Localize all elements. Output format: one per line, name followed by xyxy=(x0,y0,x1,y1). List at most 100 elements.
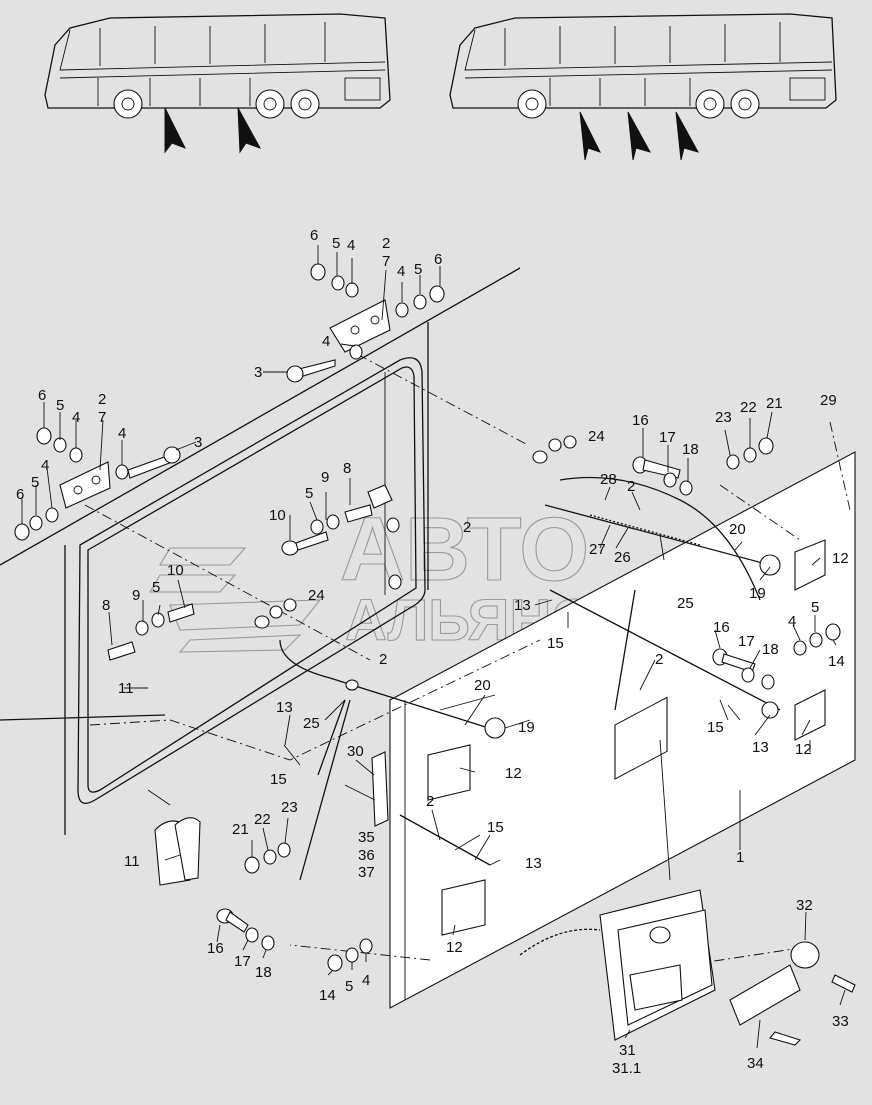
callout-26: 26 xyxy=(614,549,631,566)
door-lock-assembly xyxy=(345,554,781,827)
callout-18: 18 xyxy=(255,964,272,981)
callout-6: 6 xyxy=(434,251,442,268)
callout-21: 21 xyxy=(232,821,249,838)
callout-16: 16 xyxy=(632,412,649,429)
callout-2: 2 xyxy=(426,793,434,810)
callout-11: 11 xyxy=(124,853,140,870)
callout-7: 7 xyxy=(98,409,106,426)
callout-15: 15 xyxy=(547,635,564,652)
callout-10: 10 xyxy=(269,507,286,524)
callout-24: 24 xyxy=(308,587,325,604)
brackets xyxy=(427,539,826,936)
fasteners xyxy=(14,263,841,972)
callout-5: 5 xyxy=(31,474,39,491)
callout-11: 11 xyxy=(118,680,134,697)
callout-13: 13 xyxy=(276,699,293,716)
callout-19: 19 xyxy=(749,585,766,602)
callout-27: 27 xyxy=(589,541,606,558)
callout-2: 2 xyxy=(655,651,663,668)
callout-31-1: 31.1 xyxy=(612,1060,641,1077)
callout-2: 2 xyxy=(379,651,387,668)
callout-20: 20 xyxy=(474,677,491,694)
callout-35: 35 xyxy=(358,829,375,846)
callout-2: 2 xyxy=(382,235,390,252)
callout-labels: 1 2 2 2 2 2 2 2 3 3 4 4 4 4 4 4 4 4 5 5 … xyxy=(16,227,849,1077)
callout-19: 19 xyxy=(518,719,535,736)
callout-13: 13 xyxy=(752,739,769,756)
callout-2: 2 xyxy=(98,391,106,408)
callout-20: 20 xyxy=(729,521,746,538)
callout-4: 4 xyxy=(72,409,80,426)
callout-17: 17 xyxy=(234,953,251,970)
callout-15: 15 xyxy=(487,819,504,836)
callout-25: 25 xyxy=(303,715,320,732)
body-frame xyxy=(0,267,521,835)
callout-25: 25 xyxy=(677,595,694,612)
callout-4: 4 xyxy=(347,237,355,254)
callout-9: 9 xyxy=(132,587,140,604)
callout-34: 34 xyxy=(747,1055,764,1072)
callout-10: 10 xyxy=(167,562,184,579)
callout-5: 5 xyxy=(152,579,160,596)
callout-9: 9 xyxy=(321,469,329,486)
callout-31: 31 xyxy=(619,1042,636,1059)
callout-12: 12 xyxy=(795,741,812,758)
callout-22: 22 xyxy=(740,399,757,416)
assembly-centerlines xyxy=(84,344,851,971)
callout-12: 12 xyxy=(832,550,849,567)
callout-4: 4 xyxy=(41,457,49,474)
callout-4: 4 xyxy=(397,263,405,280)
leader-lines xyxy=(21,245,846,1049)
callout-13: 13 xyxy=(525,855,542,872)
hinge-upper xyxy=(329,299,391,353)
callout-21: 21 xyxy=(766,395,783,412)
callout-16: 16 xyxy=(713,619,730,636)
callout-4: 4 xyxy=(118,425,126,442)
callout-8: 8 xyxy=(343,460,351,477)
callout-3: 3 xyxy=(254,364,262,381)
luggage-door-panel xyxy=(389,451,856,1009)
callout-5: 5 xyxy=(414,261,422,278)
callout-7: 7 xyxy=(382,253,390,270)
callout-22: 22 xyxy=(254,811,271,828)
callout-5: 5 xyxy=(345,978,353,995)
door-seal-frame xyxy=(77,357,426,804)
callout-1: 1 xyxy=(736,849,744,866)
hinge-left xyxy=(59,461,111,509)
bus-left-icon xyxy=(44,13,391,154)
callout-16: 16 xyxy=(207,940,224,957)
callout-17: 17 xyxy=(659,429,676,446)
callout-24: 24 xyxy=(588,428,605,445)
push-button-plate xyxy=(729,964,802,1046)
callout-6: 6 xyxy=(38,387,46,404)
callout-12: 12 xyxy=(446,939,463,956)
callout-29: 29 xyxy=(820,392,837,409)
callout-15: 15 xyxy=(707,719,724,736)
callout-3: 3 xyxy=(194,434,202,451)
callout-12: 12 xyxy=(505,765,522,782)
watermark-logo-icon xyxy=(149,547,322,653)
bus-right-icon xyxy=(449,13,837,161)
callout-8: 8 xyxy=(102,597,110,614)
callout-5: 5 xyxy=(56,397,64,414)
callout-14: 14 xyxy=(319,987,336,1004)
callout-37: 37 xyxy=(358,864,375,881)
callout-28: 28 xyxy=(600,471,617,488)
callout-5: 5 xyxy=(332,235,340,252)
locking-rods xyxy=(279,476,781,881)
callout-30: 30 xyxy=(347,743,364,760)
callout-32: 32 xyxy=(796,897,813,914)
callout-4: 4 xyxy=(322,333,330,350)
callout-36: 36 xyxy=(358,847,375,864)
lock-cylinder xyxy=(790,941,856,993)
callout-5: 5 xyxy=(811,599,819,616)
callout-23: 23 xyxy=(281,799,298,816)
handle-housing xyxy=(519,889,716,1041)
callout-2: 2 xyxy=(627,478,635,495)
callout-6: 6 xyxy=(310,227,318,244)
callout-23: 23 xyxy=(715,409,732,426)
callout-4: 4 xyxy=(788,613,796,630)
callout-13: 13 xyxy=(514,597,531,614)
seal-profile xyxy=(154,817,201,886)
